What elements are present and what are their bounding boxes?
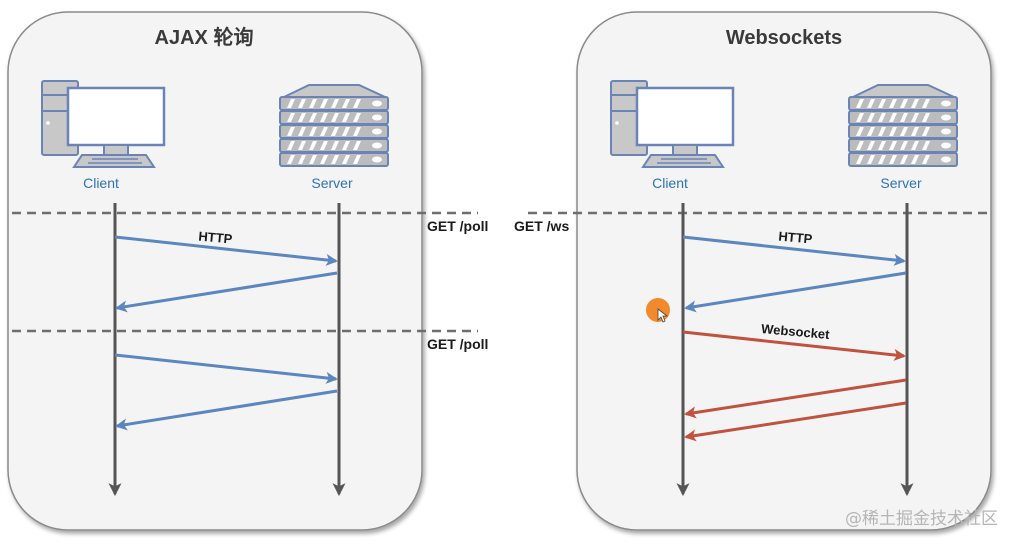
ws-server-push-arrow-1 — [684, 378, 907, 419]
ajax-panel-title: AJAX 轮询 — [155, 25, 254, 49]
ajax-client-label: Client — [83, 175, 119, 191]
ajax-server-label: Server — [311, 175, 353, 191]
websocket-panel-title: Websockets — [726, 27, 842, 49]
server-rack-icon — [280, 85, 388, 166]
ws-http-upgrade-request-arrow — [682, 235, 906, 266]
ws-http-label: HTTP — [778, 229, 813, 247]
ws-websocket-label: Websocket — [761, 321, 831, 342]
ajax-http-request-arrow — [114, 235, 338, 266]
ajax-panel: AJAX 轮询 Client Server — [7, 11, 423, 531]
watermark: @稀土掘金技术社区 — [845, 509, 998, 529]
ws-http-upgrade-response-arrow — [684, 271, 907, 313]
ajax-poll-response-arrow — [115, 389, 338, 431]
get-poll-label-1: GET /poll — [427, 218, 488, 234]
client-computer-icon — [40, 79, 166, 169]
server-rack-icon — [849, 85, 957, 166]
websocket-server-label: Server — [880, 175, 922, 191]
websocket-panel: Websockets Client Server — [576, 11, 992, 531]
ajax-http-label: HTTP — [198, 229, 233, 247]
ajax-http-response-arrow — [115, 271, 338, 313]
ajax-poll-request-arrow — [114, 353, 338, 384]
get-poll-label-2: GET /poll — [427, 336, 488, 352]
ws-client-message-arrow — [682, 330, 906, 361]
websocket-client-label: Client — [652, 175, 688, 191]
mouse-pointer-icon — [657, 308, 669, 323]
cursor-highlight — [646, 298, 670, 323]
client-computer-icon — [609, 79, 735, 169]
get-ws-label: GET /ws — [514, 218, 569, 234]
ws-server-push-arrow-2 — [684, 401, 907, 442]
